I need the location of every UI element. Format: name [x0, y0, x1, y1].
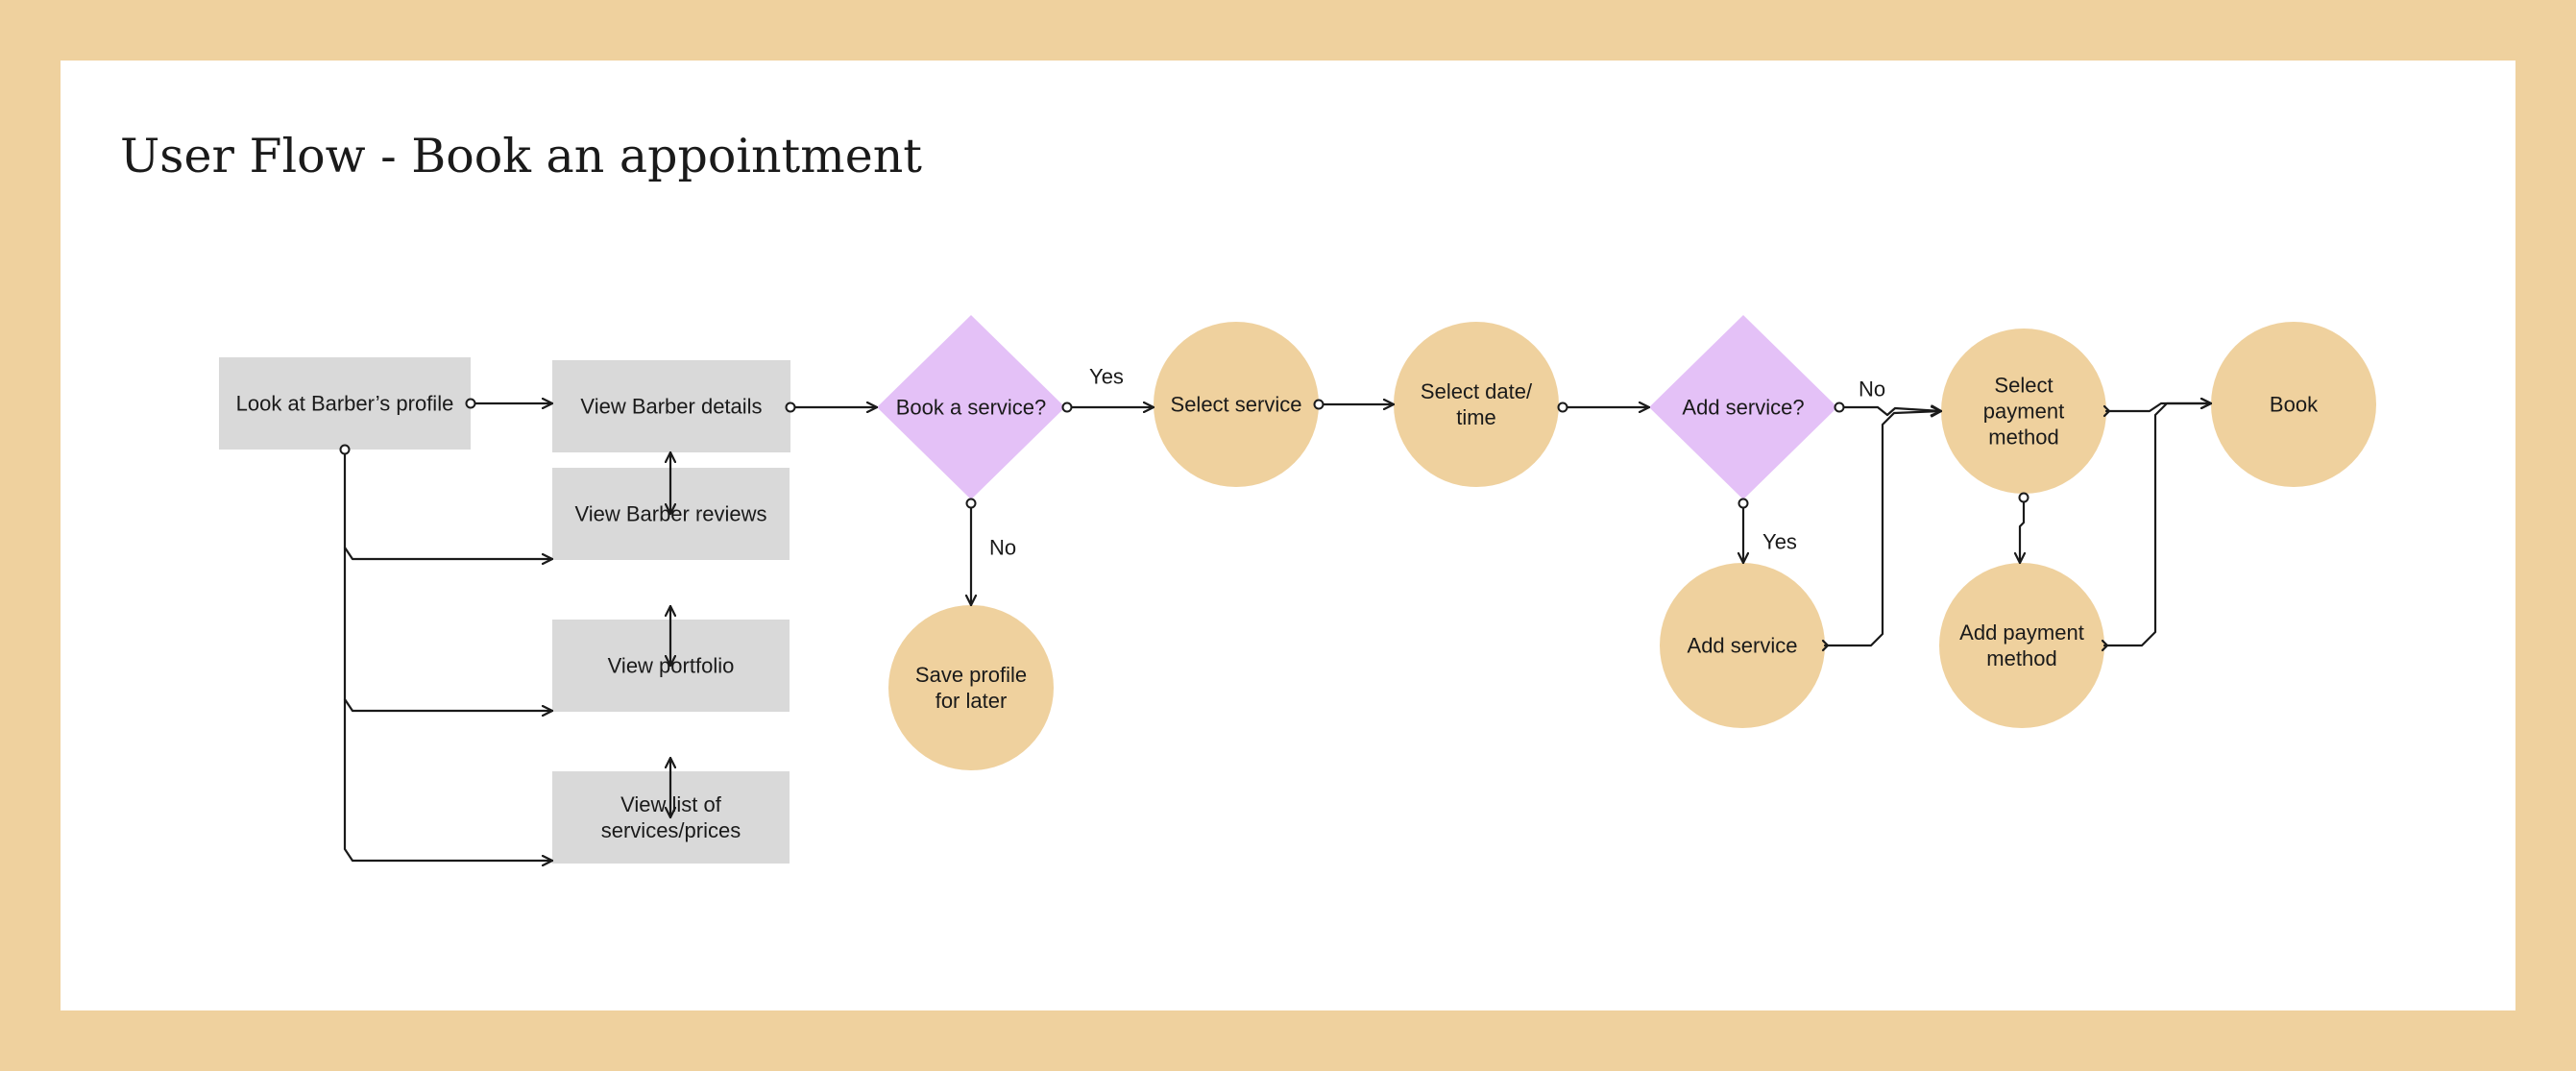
- node-label: services/prices: [601, 818, 741, 842]
- node-label: Look at Barber’s profile: [236, 392, 454, 416]
- nodes-layer: Look at Barber’s profile View Barber deta…: [219, 315, 2376, 864]
- step-circle: [2211, 322, 2376, 487]
- node-label: Book a service?: [896, 396, 1047, 420]
- connector-dot: [1557, 402, 1568, 413]
- node-view-details: View Barber details: [552, 360, 790, 452]
- connector-dot: [1738, 498, 1749, 509]
- step-circle: [1154, 322, 1319, 487]
- node-select-date: Select date/time: [1394, 322, 1559, 487]
- node-label: time: [1456, 405, 1496, 429]
- step-circle: [1660, 563, 1825, 728]
- connector-dot: [465, 398, 476, 409]
- step-circle: [888, 605, 1054, 770]
- connector-dot: [785, 402, 796, 413]
- node-label: Add payment: [1959, 621, 2084, 645]
- connector-dot: [339, 444, 351, 455]
- diagram-canvas: [61, 61, 2515, 1010]
- node-label: method: [1986, 646, 2056, 670]
- node-label: payment: [1983, 400, 2064, 424]
- step-circle: [1941, 329, 2106, 494]
- process-box: [552, 360, 790, 452]
- connector-dot: [1061, 402, 1073, 413]
- edge-select-payment-to-add-payment: [2020, 496, 2024, 565]
- edge-label: Yes: [1089, 365, 1124, 389]
- node-label: View Barber details: [580, 395, 762, 419]
- connector-tick: [2101, 639, 2109, 652]
- connector-dots-layer: [339, 398, 2111, 652]
- edge-add-service-q-to-select-payment: [1837, 407, 1943, 415]
- node-label: method: [1988, 426, 2058, 450]
- connector-dot: [2018, 492, 2029, 503]
- process-box: [219, 357, 471, 450]
- node-select-service: Select service: [1154, 322, 1319, 487]
- decision-diamond: [877, 315, 1065, 499]
- node-label: Add service: [1688, 634, 1798, 658]
- node-label: Save profile: [915, 663, 1027, 687]
- node-look-profile: Look at Barber’s profile: [219, 357, 471, 450]
- node-label: for later: [936, 689, 1008, 713]
- node-book-service-q: Book a service?: [877, 315, 1065, 499]
- node-book: Book: [2211, 322, 2376, 487]
- connector-dot: [965, 498, 977, 509]
- node-label: Book: [2270, 393, 2319, 417]
- step-circle: [1939, 563, 2104, 728]
- node-label: Add service?: [1682, 396, 1804, 420]
- edge-label: No: [989, 536, 1016, 560]
- edges-layer: [343, 403, 2213, 861]
- diagram-title: User Flow - Book an appointment: [120, 129, 922, 183]
- edge-select-payment-to-book: [2104, 403, 2213, 413]
- edge-add-payment-to-book: [2102, 403, 2213, 647]
- edge-label: No: [1859, 377, 1885, 402]
- edge-look-profile-to-view-portfolio: [343, 546, 554, 711]
- edge-look-profile-to-view-reviews: [343, 448, 554, 559]
- node-add-service-q: Add service?: [1649, 315, 1837, 499]
- edge-label: Yes: [1762, 530, 1797, 554]
- step-circle: [1394, 322, 1559, 487]
- node-add-service: Add service: [1660, 563, 1825, 728]
- connector-tick: [2102, 404, 2111, 418]
- node-label: Select: [1994, 374, 2053, 398]
- decision-diamond: [1649, 315, 1837, 499]
- connector-dot: [1834, 402, 1845, 413]
- connector-tick: [1821, 639, 1830, 652]
- node-label: Select date/: [1421, 379, 1533, 403]
- edge-look-profile-to-view-list: [343, 697, 554, 861]
- edge-add-service-to-select-payment: [1823, 411, 1943, 647]
- node-label: Select service: [1171, 393, 1302, 417]
- connector-dot: [1313, 399, 1324, 410]
